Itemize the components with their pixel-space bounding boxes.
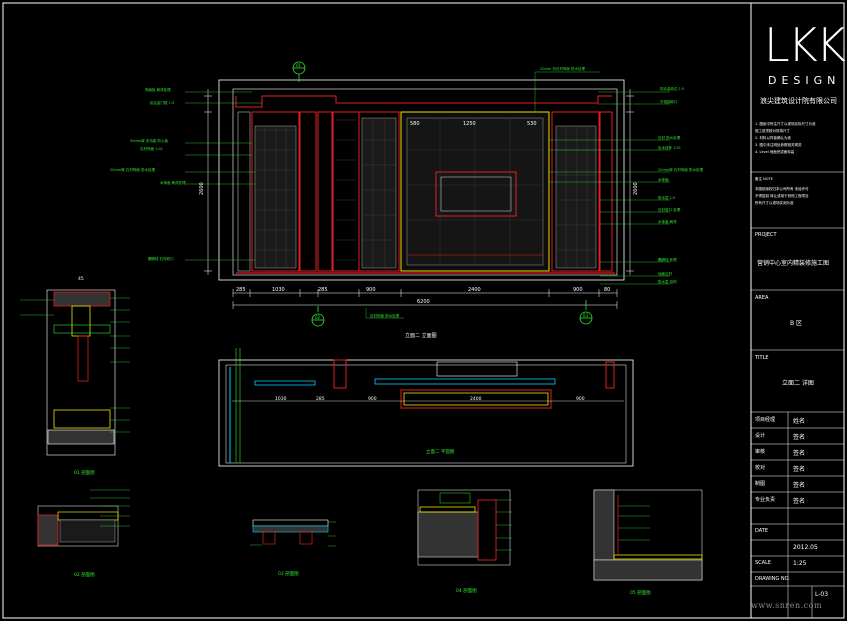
tb-row-2-value: 签名 bbox=[793, 434, 806, 441]
svg-text:踢脚线 处理: 踢脚线 处理 bbox=[658, 257, 677, 262]
elevation-title: 立面二 立面图 bbox=[405, 332, 437, 339]
detail-04-title: 04 剖面图 bbox=[456, 587, 477, 594]
svg-text:1. 图纸中所注尺寸以现场实际尺寸为准: 1. 图纸中所注尺寸以现场实际尺寸为准 bbox=[755, 121, 816, 126]
marker-03: 03 bbox=[583, 313, 589, 318]
title-block-grid bbox=[751, 171, 844, 618]
scale-label: SCALE bbox=[755, 560, 772, 566]
detail-03: 03 剖面图 bbox=[250, 519, 336, 577]
svg-text:铝合金门框 1:5: 铝合金门框 1:5 bbox=[150, 100, 174, 105]
tb-row-4-label: 校对 bbox=[755, 465, 766, 471]
content-label: TITLE bbox=[755, 355, 769, 361]
svg-text:实木线条 1:01: 实木线条 1:01 bbox=[658, 145, 681, 150]
tb-row-2-label: 设计 bbox=[755, 433, 766, 439]
tb-row-6-value: 签名 bbox=[793, 498, 806, 505]
company-logo: LKK bbox=[764, 18, 846, 72]
svg-text:4. Level 地面完成面标高: 4. Level 地面完成面标高 bbox=[755, 149, 795, 154]
plan-dim-3: 900 bbox=[368, 396, 377, 402]
tb-row-3-label: 审核 bbox=[755, 449, 766, 455]
svg-text:20mm 仿石材饰面 防水处理: 20mm 仿石材饰面 防水处理 bbox=[540, 66, 585, 71]
detail-04: 04 剖面图 bbox=[417, 489, 512, 594]
dim-6: 900 bbox=[573, 287, 583, 293]
area-value: B 区 bbox=[790, 320, 803, 327]
dim-top-2: 1250 bbox=[463, 121, 476, 127]
company-logo-sub: DESIGN bbox=[768, 74, 841, 87]
detail-05-title: 05 剖面图 bbox=[630, 589, 651, 596]
dim-7: 80 bbox=[604, 287, 610, 293]
tb-row-4-value: 签名 bbox=[793, 466, 806, 473]
dim-3: 285 bbox=[318, 287, 328, 293]
project-label: PROJECT bbox=[755, 232, 777, 238]
svg-text:石材收口 处理: 石材收口 处理 bbox=[658, 207, 681, 212]
height-dim-right: 2600 bbox=[633, 182, 639, 195]
plan-dim-1: 1030 bbox=[275, 396, 287, 402]
drawing-no-label: DRAWING NO. bbox=[755, 576, 790, 582]
plan-dim-4: 2400 bbox=[470, 396, 482, 402]
plan-dim-2: 285 bbox=[316, 396, 325, 402]
dim-total: 6200 bbox=[417, 299, 430, 305]
svg-text:所有尺寸以现场实测为准: 所有尺寸以现场实测为准 bbox=[755, 200, 794, 205]
detail-05: 05 剖面图 bbox=[593, 489, 703, 596]
svg-text:石材 防水处理: 石材 防水处理 bbox=[658, 135, 681, 140]
svg-text:地面石材: 地面石材 bbox=[658, 271, 672, 276]
detail-01: 45 01 剖面图 bbox=[20, 276, 130, 476]
svg-text:石材饰面 防水处理: 石材饰面 防水处理 bbox=[370, 313, 400, 318]
detail-02-title: 02 剖面图 bbox=[74, 571, 95, 578]
svg-text:踢脚线 石材收口: 踢脚线 石材收口 bbox=[148, 256, 174, 261]
plan-title: 立面二 平面图 bbox=[426, 448, 455, 455]
tb-row-5-label: 制图 bbox=[755, 481, 766, 487]
svg-text:不得复制 转让或用于其他工程项目: 不得复制 转让或用于其他工程项目 bbox=[755, 193, 809, 198]
project-name: 营销中心室内精装修施工图 bbox=[757, 260, 830, 267]
plan-dim-5: 900 bbox=[576, 396, 585, 402]
svg-text:2. 材料以样板确认为准: 2. 材料以样板确认为准 bbox=[755, 135, 791, 140]
content-value: 立面二 详图 bbox=[782, 380, 814, 387]
detail-03-title: 03 剖面图 bbox=[278, 570, 299, 577]
scale-value: 1:25 bbox=[793, 560, 807, 567]
company-notes: 1. 图纸中所注尺寸以现场实际尺寸为准 施工前须核对现场尺寸 2. 材料以样板确… bbox=[755, 121, 816, 205]
tb-row-6-label: 专业负责 bbox=[755, 497, 776, 503]
dim-5: 2400 bbox=[468, 287, 481, 293]
company-name: 浪尖建筑设计院有限公司 bbox=[760, 97, 837, 105]
svg-text:饰面板 刷漆处理: 饰面板 刷漆处理 bbox=[145, 87, 171, 92]
detail-01-title: 01 剖面图 bbox=[74, 469, 95, 476]
drawing-number: L-03 bbox=[815, 591, 829, 598]
svg-text:本图纸版权归本公司所有 未经许可: 本图纸版权归本公司所有 未经许可 bbox=[755, 186, 809, 191]
dim-top-1: 580 bbox=[410, 121, 420, 127]
svg-text:50mm厚 多功能 防火板: 50mm厚 多功能 防火板 bbox=[130, 138, 168, 143]
svg-text:不锈钢收口: 不锈钢收口 bbox=[660, 99, 678, 104]
detail-02: 02 剖面图 bbox=[37, 489, 130, 578]
svg-text:防水层 结构: 防水层 结构 bbox=[658, 279, 677, 284]
svg-text:45: 45 bbox=[78, 276, 84, 282]
svg-text:20mm厚 石材饰面 防水处理: 20mm厚 石材饰面 防水处理 bbox=[658, 167, 703, 172]
dim-4: 900 bbox=[366, 287, 376, 293]
svg-text:备注 NOTE: 备注 NOTE bbox=[755, 176, 773, 181]
date-value: 2012.05 bbox=[793, 544, 818, 551]
svg-text:木饰面 刷漆处理: 木饰面 刷漆处理 bbox=[160, 180, 186, 185]
marker-01: 01 bbox=[296, 63, 302, 68]
plan-view: 1030 285 900 2400 900 立面二 平面图 bbox=[218, 348, 634, 467]
tb-row-1-value: 姓名 bbox=[793, 418, 806, 425]
svg-text:木饰面 刷漆: 木饰面 刷漆 bbox=[658, 219, 677, 224]
tb-row-3-value: 签名 bbox=[793, 450, 806, 457]
svg-text:铝合金收边 1:5: 铝合金收边 1:5 bbox=[660, 86, 684, 91]
area-label: AREA bbox=[755, 295, 769, 301]
height-dim-left: 2600 bbox=[199, 182, 205, 195]
svg-text:施工前须核对现场尺寸: 施工前须核对现场尺寸 bbox=[755, 128, 790, 133]
watermark: www.snren.com bbox=[751, 601, 823, 610]
svg-text:石材饰面 1:01: 石材饰面 1:01 bbox=[140, 146, 163, 151]
svg-text:20mm厚 石材饰面 防水处理: 20mm厚 石材饰面 防水处理 bbox=[110, 167, 155, 172]
marker-02: 02 bbox=[315, 315, 321, 320]
main-elevation: 2600 2600 285 1030 285 900 2400 900 80 6… bbox=[110, 61, 703, 339]
date-label: DATE bbox=[755, 528, 769, 534]
svg-text:木饰面: 木饰面 bbox=[658, 177, 669, 182]
dim-2: 1030 bbox=[272, 287, 285, 293]
dim-top-3: 530 bbox=[527, 121, 537, 127]
tb-row-5-value: 签名 bbox=[793, 482, 806, 489]
svg-text:防水层 1:5: 防水层 1:5 bbox=[658, 195, 675, 200]
dim-1: 285 bbox=[236, 287, 246, 293]
svg-text:3. 图中未注明处参照相关规范: 3. 图中未注明处参照相关规范 bbox=[755, 142, 802, 147]
tb-row-1-label: 项目经理 bbox=[755, 417, 776, 423]
